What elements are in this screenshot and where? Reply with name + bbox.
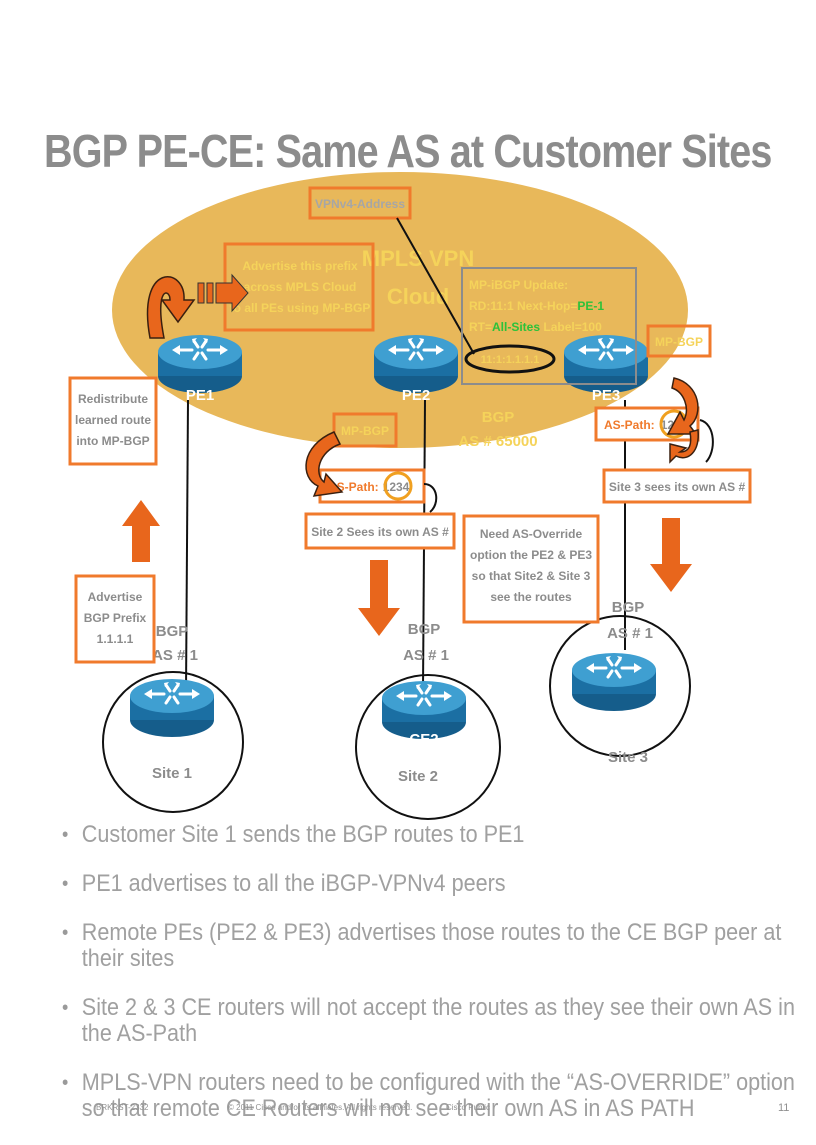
advertise-bgp-prefix-line-3: 1.1.1.1 — [97, 632, 134, 646]
mpbgp-pe2-label: MP-BGP — [341, 424, 389, 438]
mpls-cloud — [112, 172, 688, 448]
site2-circle — [355, 674, 501, 820]
cloud-label-2: Cloud — [387, 284, 449, 309]
site2-name: Site 2 — [398, 768, 438, 785]
mpibgp-update-rt: RT=All-Sites Label=100 — [469, 320, 602, 334]
advertise-bgp-prefix-line-2: BGP Prefix — [84, 611, 147, 625]
site2-sees-box — [304, 512, 456, 550]
redistribute-box — [68, 376, 158, 466]
ce1-label: CE1 — [157, 735, 186, 752]
site3-bgp-label: BGP — [612, 599, 645, 616]
curved-arrow-pe2-icon — [305, 431, 344, 497]
as-path-pe2-highlight — [383, 471, 413, 501]
page-number: 11 — [778, 1102, 790, 1114]
bullet-item: PE1 advertises to all the iBGP-VPNv4 pee… — [62, 871, 816, 898]
site1-as-label: AS # 1 — [152, 647, 198, 664]
down-arrow-site3-icon — [650, 518, 692, 592]
site3-sees-box — [602, 468, 752, 504]
bullet-item: MPLS-VPN routers need to be configured w… — [62, 1070, 816, 1122]
pe1-router-icon[interactable] — [156, 333, 244, 395]
bullet-item: Site 2 & 3 CE routers will not accept th… — [62, 995, 816, 1047]
as-path-pe2-value: 1234 — [383, 480, 410, 494]
pe2-label: PE2 — [402, 387, 430, 404]
advertise-prefix-line-2: across MPLS Cloud — [244, 280, 357, 294]
vpnv4-address-label: VPNv4-Address — [315, 197, 405, 211]
mpbgp-pe3-label: MP-BGP — [655, 335, 703, 349]
advertise-bgp-prefix-box — [74, 574, 156, 664]
cloud-bgp-label: BGP — [482, 409, 515, 426]
footer-copyright: © 2011 Cisco and/or its affiliates. All … — [228, 1103, 413, 1112]
need-override-box — [462, 514, 600, 624]
need-override-line-1: Need AS-Override — [480, 527, 583, 541]
page-title: BGP PE-CE: Same AS at Customer Sites — [44, 125, 772, 177]
mpibgp-update-box — [461, 267, 637, 385]
curved-arrow-pe3-icon — [666, 377, 699, 435]
bullet-item: Remote PEs (PE2 & PE3) advertises those … — [62, 920, 816, 972]
footer-classification: Cisco Public — [446, 1103, 491, 1112]
prefix-highlight-ellipse — [464, 344, 556, 374]
link-pe1-ce1 — [185, 399, 189, 693]
need-override-line-3: so that Site2 & Site 3 — [472, 569, 591, 583]
ce2-label: CE2 — [409, 731, 438, 748]
cloud-as-label: AS # 65000 — [458, 433, 537, 450]
site2-bgp-label: BGP — [408, 621, 441, 638]
redistribute-line-2: learned route — [75, 413, 151, 427]
pe3-label: PE3 — [592, 387, 620, 404]
site1-circle — [102, 671, 244, 813]
advertise-bgp-prefix-line-1: Advertise — [88, 590, 143, 604]
mpibgp-update-prefix: 11:1:1.1.1.1 — [481, 354, 540, 366]
cloud-label: MPLS VPN — [362, 246, 474, 271]
site1-name: Site 1 — [152, 765, 192, 782]
mpbgp-pe3-box — [646, 324, 712, 358]
mpbgp-pe2-box — [332, 412, 398, 448]
pe1-label: PE1 — [186, 387, 214, 404]
advertise-prefix-line-3: to all PEs using MP-BGP — [230, 301, 371, 315]
site2-sees-label: Site 2 Sees its own AS # — [311, 525, 449, 539]
advertise-prefix-line-1: Advertise this prefix — [242, 259, 358, 273]
need-override-line-2: option the PE2 & PE3 — [470, 548, 592, 562]
site3-sees-label: Site 3 sees its own AS # — [609, 480, 746, 494]
mpibgp-update-title: MP-iBGP Update: — [469, 278, 568, 292]
curved-arrow-pe3-lower-icon — [669, 429, 699, 464]
site1-bgp-label: BGP — [156, 623, 189, 640]
as-path-pe3-label: AS-Path: — [604, 418, 655, 432]
bullet-list: Customer Site 1 sends the BGP routes to … — [62, 822, 812, 1145]
footer-code: BRKRST-2332 — [96, 1103, 149, 1112]
small-hook-pe2-icon — [423, 483, 438, 513]
ce3-label: CE3 — [599, 709, 628, 726]
mpibgp-update-rd: RD:11:1 Next-Hop=PE-1 — [469, 299, 604, 313]
site3-circle — [549, 615, 691, 757]
curved-arrow-pe1-icon — [146, 276, 196, 339]
site3-name: Site 3 — [608, 749, 648, 766]
pe2-router-icon[interactable] — [372, 333, 460, 395]
site2-as-label: AS # 1 — [403, 647, 449, 664]
need-override-line-4: see the routes — [490, 590, 572, 604]
small-hook-pe3-icon — [699, 419, 714, 463]
up-arrow-icon — [122, 500, 160, 562]
site3-as-label: AS # 1 — [607, 625, 653, 642]
bullet-item: Customer Site 1 sends the BGP routes to … — [62, 822, 816, 849]
striped-arrow-icon — [197, 273, 249, 313]
ce1-router-icon[interactable] — [128, 677, 216, 739]
vpnv4-address-box — [308, 186, 412, 220]
ce3-router-icon[interactable] — [570, 651, 658, 713]
down-arrow-site2-icon — [358, 560, 400, 636]
redistribute-line-3: into MP-BGP — [76, 434, 149, 448]
redistribute-line-1: Redistribute — [78, 392, 148, 406]
